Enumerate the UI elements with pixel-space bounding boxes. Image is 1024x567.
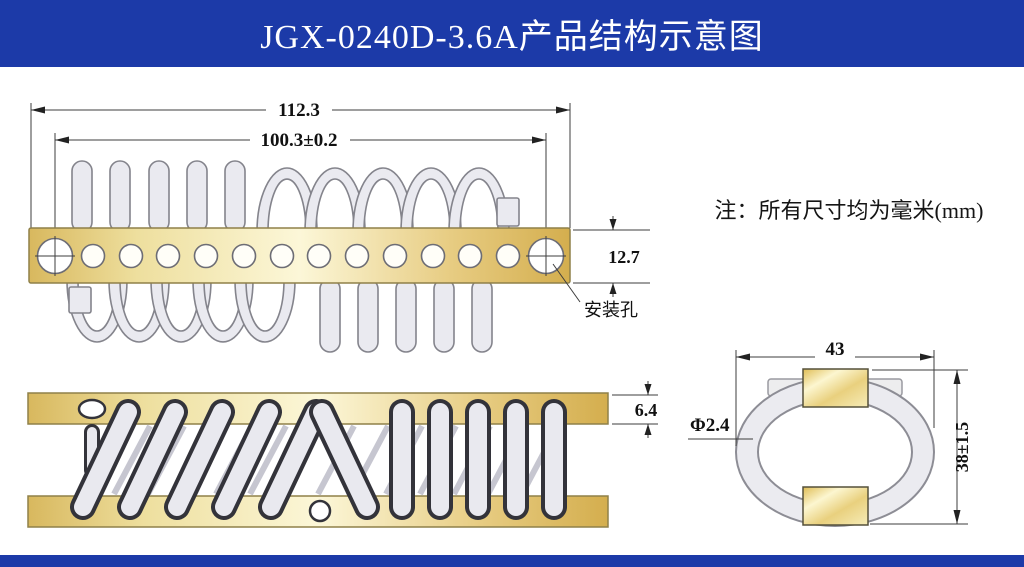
small-holes (80, 243, 521, 269)
page-title: JGX-0240D-3.6A产品结构示意图 (260, 19, 764, 56)
plate-hole (308, 499, 332, 523)
dim-end-height: 38±1.5 (952, 422, 972, 472)
clamp-block-bottom (802, 486, 869, 526)
title-bar: JGX-0240D-3.6A产品结构示意图 (0, 0, 1024, 67)
side-view: 6.4 (27, 381, 668, 528)
dim-total-width: 112.3 (278, 100, 320, 121)
dim-wire-diameter: Φ2.4 (690, 415, 730, 436)
dim-height-group: 38±1.5 (870, 369, 972, 525)
mounting-hole-left (35, 236, 75, 276)
plate-hole (77, 398, 107, 420)
dim-plate-thickness: 6.4 (635, 400, 658, 420)
dim-hole-span: 100.3±0.2 (261, 130, 338, 151)
clamp-block-top (802, 368, 869, 408)
dim-wire-diameter-group: Φ2.4 (688, 415, 753, 440)
units-note: 注：所有尺寸均为毫米(mm) (715, 198, 984, 223)
mounting-bar (28, 227, 571, 284)
dim-text-mask (250, 127, 350, 151)
end-view: 43 Φ2.4 38±1.5 (688, 338, 972, 527)
wire-end-cap (496, 197, 520, 227)
arrowhead-icon (556, 106, 570, 114)
dim-end-width: 43 (826, 339, 845, 360)
arrowhead-icon (31, 106, 45, 114)
dim-bar-height-group: 12.7 (573, 216, 650, 297)
dim-bar-height: 12.7 (608, 247, 640, 267)
top-view: 112.3 100.3±0.2 (28, 97, 650, 353)
mounting-hole-callout: 安装孔 (552, 263, 638, 320)
coil-loops-upper (71, 160, 520, 233)
mounting-hole-label: 安装孔 (584, 300, 638, 320)
mounting-hole-right (526, 236, 566, 276)
arrowhead-icon (532, 136, 546, 144)
coil-front-rods (70, 399, 567, 520)
dim-width-group: 43 (735, 338, 935, 446)
dim-text-mask (266, 97, 332, 121)
footer-bar (0, 555, 1024, 567)
dim-plate-thickness-group: 6.4 (612, 381, 668, 438)
arrowhead-icon (55, 136, 69, 144)
coil-loops-lower (66, 278, 493, 353)
wire-end-cap (68, 286, 92, 314)
